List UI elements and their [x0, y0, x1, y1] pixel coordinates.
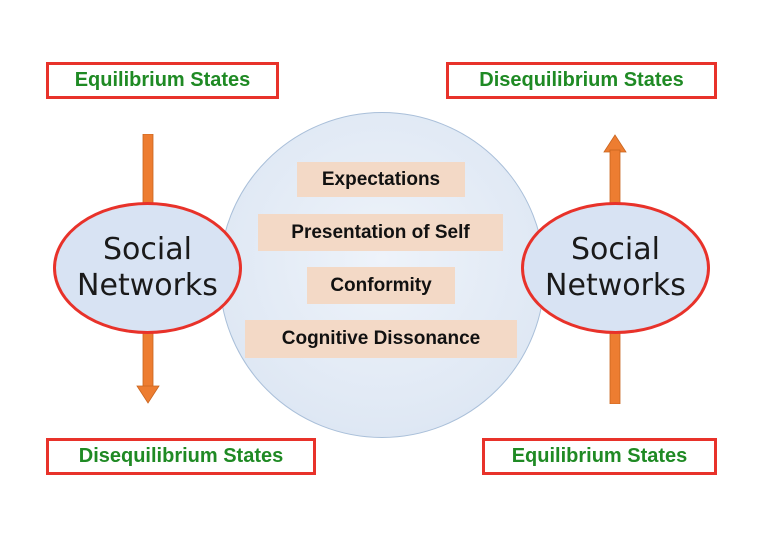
left-top-state-label: Equilibrium States: [46, 62, 279, 99]
right-bottom-state-label: Equilibrium States: [482, 438, 717, 475]
right-network-line1: Social: [571, 232, 660, 267]
concept-presentation-of-self: Presentation of Self: [258, 214, 503, 251]
right-social-networks-node: Social Networks: [521, 202, 710, 334]
left-bottom-state-label: Disequilibrium States: [46, 438, 316, 475]
left-network-line2: Networks: [77, 268, 218, 303]
right-network-line2: Networks: [545, 268, 686, 303]
left-network-line1: Social: [103, 232, 192, 267]
concept-cognitive-dissonance: Cognitive Dissonance: [245, 320, 517, 358]
right-top-state-label: Disequilibrium States: [446, 62, 717, 99]
left-social-networks-node: Social Networks: [53, 202, 242, 334]
concept-conformity: Conformity: [307, 267, 455, 304]
concept-expectations: Expectations: [297, 162, 465, 197]
